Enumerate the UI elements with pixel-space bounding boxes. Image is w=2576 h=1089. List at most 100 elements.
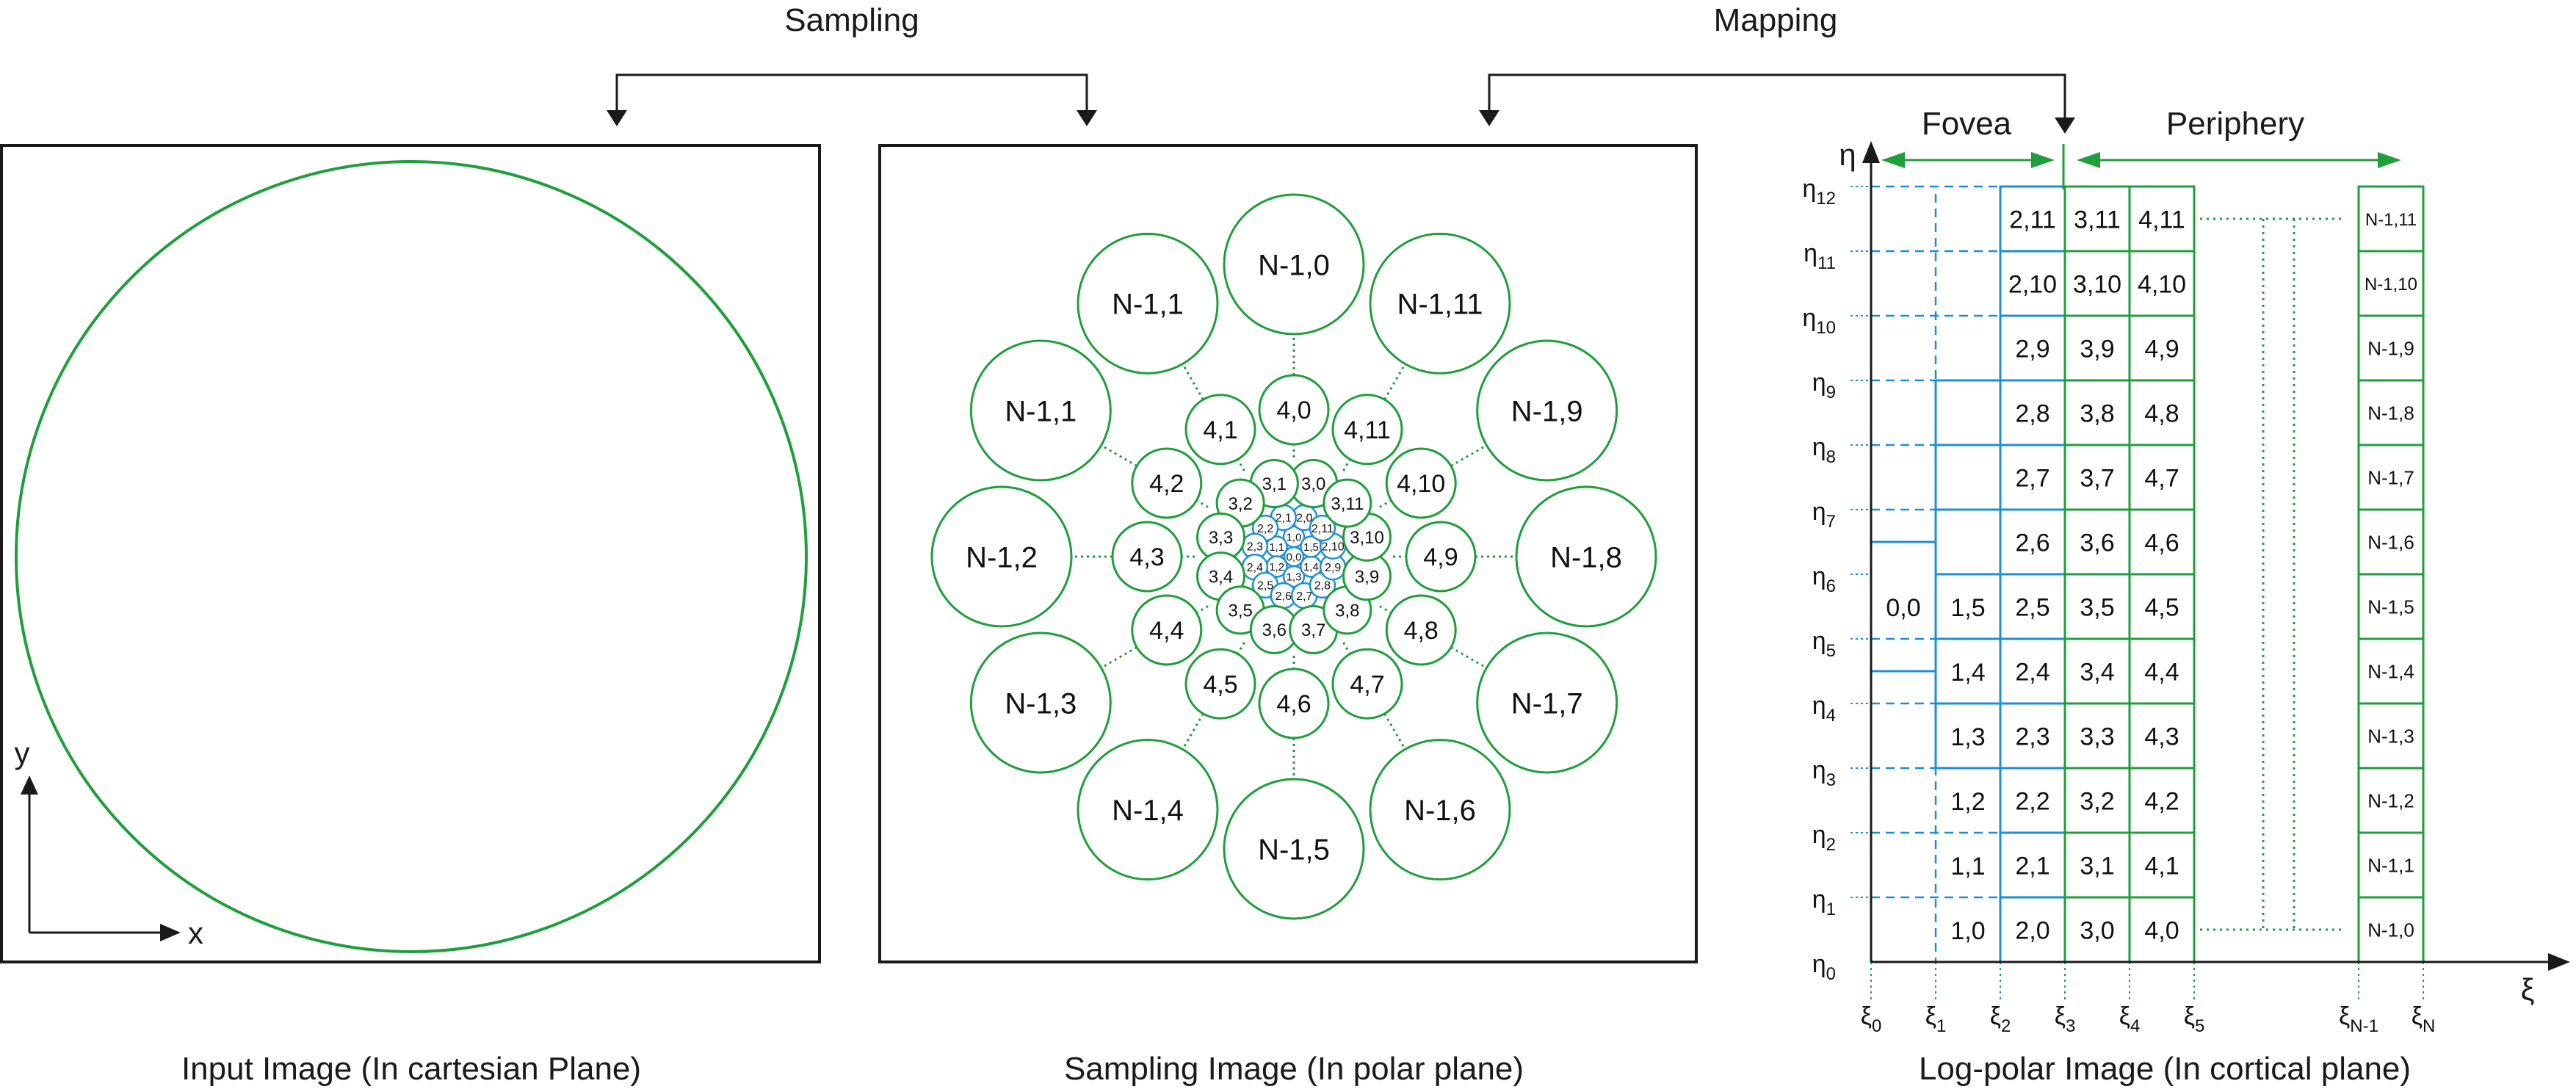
grid-cell-label: 4,11 (2138, 206, 2185, 234)
polar-cell-label: 2,2 (1257, 523, 1273, 535)
polar-cell-label: N-1,0 (1258, 249, 1330, 281)
polar-cell-label: 4,4 (1149, 617, 1184, 645)
polar-cell-label: 3,4 (1209, 567, 1233, 587)
grid-cell-label: 3,10 (2073, 271, 2121, 299)
caption-sampling-image: Sampling Image (In polar plane) (1064, 1051, 1524, 1087)
grid-cell-label: 3,8 (2080, 400, 2114, 428)
grid-cell-label: N-1,2 (2367, 790, 2414, 812)
eta-axis-label: η (1839, 137, 1856, 172)
xi-axis-label: ξ (2521, 972, 2535, 1007)
fovea-cell-label: 1,1 (1950, 853, 1985, 880)
polar-spoke (1450, 646, 1488, 669)
periphery-label: Periphery (2166, 106, 2304, 142)
polar-cell-circle (1223, 193, 1365, 336)
xi-tick-label: ξ1 (1925, 1002, 1947, 1036)
polar-spoke (1379, 499, 1392, 508)
polar-spoke (1379, 605, 1392, 614)
grid-cell (2357, 185, 2425, 253)
polar-cell: N-1,6 (1369, 739, 1511, 881)
caption-input-image: Input Image (In cartesian Plane) (181, 1051, 641, 1087)
polar-cell-circle (1131, 447, 1203, 519)
polar-cell-circle (969, 339, 1112, 482)
polar-cell-label: 4,8 (1404, 617, 1439, 645)
polar-cell-circle (930, 485, 1073, 628)
polar-cell: N-1,8 (1515, 485, 1657, 628)
grid-cell-label: 4,7 (2144, 465, 2179, 493)
polar-cell-circle (1184, 394, 1256, 466)
grid-cell-label: 2,0 (2015, 917, 2049, 945)
grid-cell-label: N-1,8 (2367, 402, 2414, 424)
y-axis-label: y (15, 736, 30, 770)
grid-cell-label: N-1,4 (2367, 661, 2414, 683)
polar-cell: 4,11 (1331, 394, 1403, 466)
polar-cell-label: 4,7 (1350, 670, 1384, 698)
sampling-image-panel: 0,01,01,11,21,31,41,52,02,12,22,32,42,52… (878, 144, 1698, 963)
grid-cell-label: 3,7 (2080, 465, 2114, 493)
polar-cell: N-1,1 (1077, 232, 1219, 375)
polar-cell-label: N-1,1 (1005, 395, 1077, 427)
polar-cell-label: 1,1 (1269, 541, 1284, 554)
polar-cell-circle (1223, 778, 1365, 920)
polar-cell-label: 1,3 (1287, 571, 1302, 583)
polar-cell-label: 4,11 (1344, 416, 1391, 444)
grid-cell-label: N-1,9 (2367, 338, 2414, 360)
polar-cell-label: N-1,3 (1005, 687, 1077, 720)
polar-spoke (1195, 499, 1209, 508)
polar-cell-label: 4,3 (1129, 543, 1164, 571)
polar-cell: 1,2 (1265, 555, 1288, 578)
grid-cell-label: 4,8 (2144, 400, 2179, 428)
polar-cell-label: 1,5 (1303, 541, 1319, 554)
polar-spoke (1450, 444, 1488, 467)
xi-tick-label: ξ3 (2055, 1002, 2076, 1036)
polar-cell: 4,6 (1258, 667, 1330, 739)
polar-cell-circle (1184, 648, 1256, 720)
polar-cell-circle (1282, 525, 1306, 549)
polar-sampling-circles: 0,01,01,11,21,31,41,52,02,12,22,32,42,52… (930, 193, 1657, 920)
grid-cell-label: 4,5 (2144, 594, 2179, 622)
fovea-extent-arrow (1881, 152, 2055, 168)
polar-cell: 4,2 (1131, 447, 1203, 519)
polar-cell-label: 3,10 (1350, 528, 1384, 548)
polar-cell: 4,9 (1405, 521, 1477, 593)
fovea-cell-label: 1,0 (1950, 917, 1985, 945)
polar-spoke (1383, 363, 1406, 400)
grid-cell-label: 2,6 (2015, 529, 2049, 557)
eta-tick-label: η4 (1812, 692, 1836, 726)
fovea-cell-label: 1,5 (1950, 594, 1985, 622)
polar-cell-label: N-1,4 (1112, 795, 1184, 827)
polar-cell-label: 3,7 (1301, 621, 1325, 640)
polar-cell-circle (969, 632, 1112, 774)
polar-cell-circle (1476, 632, 1618, 774)
polar-cell-circle (1405, 521, 1477, 593)
grid-cell-label: N-1,0 (2367, 919, 2414, 941)
eta-tick-label: η9 (1812, 369, 1836, 402)
input-circle (15, 160, 808, 953)
polar-cell-label: 3,0 (1301, 474, 1325, 494)
polar-connector-lines (1071, 334, 1516, 779)
xi-tick-label: ξN-1 (2339, 1002, 2378, 1036)
polar-cell-label: 4,1 (1203, 416, 1237, 444)
polar-cell-label: 1,2 (1269, 561, 1284, 574)
polar-spoke (1100, 444, 1137, 467)
mapping-bracket-arrow (1479, 73, 2075, 134)
polar-cell: 4,4 (1131, 594, 1203, 666)
xi-tick-label: ξ2 (1990, 1002, 2011, 1036)
polar-cell: 4,8 (1385, 594, 1457, 666)
grid-cell-label: 4,4 (2144, 659, 2179, 687)
polar-cell-circle (1515, 485, 1657, 628)
polar-cell-label: 3,1 (1262, 474, 1287, 494)
polar-spoke (1195, 605, 1209, 614)
xi-tick-label: ξ5 (2184, 1002, 2205, 1036)
polar-cell: 3,11 (1323, 478, 1372, 528)
grid-cell-label: N-1,6 (2367, 532, 2414, 554)
polar-cell: 4,5 (1184, 648, 1256, 720)
polar-cell-label: 2,4 (1247, 562, 1263, 574)
grid-cell-label: 3,4 (2080, 659, 2114, 687)
fovea-cell-label: 0,0 (1886, 594, 1920, 622)
polar-cell-circle (1385, 594, 1457, 666)
polar-cell-circle (1331, 648, 1403, 720)
polar-cell-label: N-1,11 (1397, 289, 1483, 321)
grid-cell-label: 2,7 (2015, 465, 2049, 493)
